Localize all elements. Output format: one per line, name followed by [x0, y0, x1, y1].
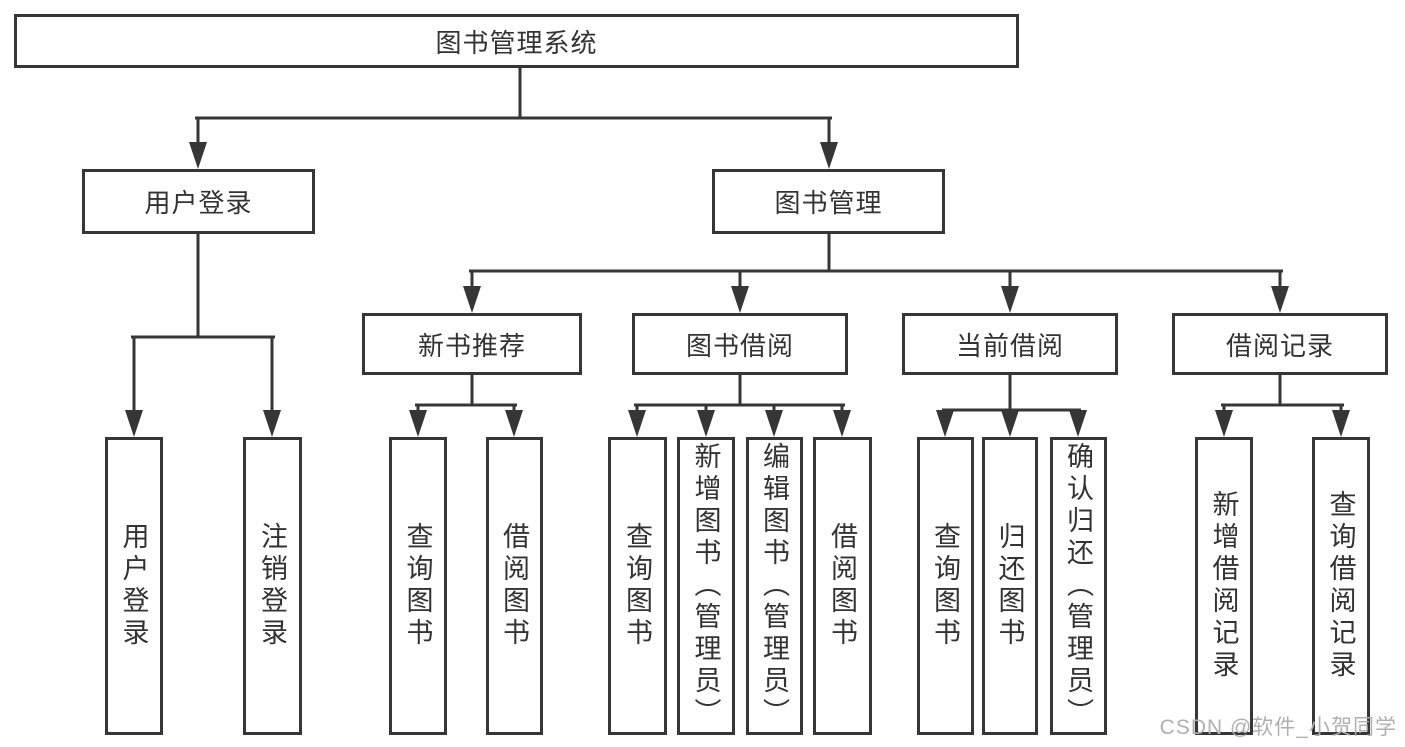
leaf-borrow-books-borrowing: 借阅图书: [813, 437, 872, 735]
node-new-book-recommend: 新书推荐: [362, 313, 582, 375]
node-current-borrowing: 当前借阅: [902, 313, 1118, 375]
leaf-add-books-admin: 新增图书（管理员）: [677, 437, 735, 735]
leaf-borrow-books-recommend: 借阅图书: [486, 437, 543, 735]
leaf-query-books-current: 查询图书: [917, 437, 974, 735]
node-book-management: 图书管理: [712, 169, 945, 234]
csdn-watermark: CSDN @软件_小贺同学: [1159, 716, 1397, 739]
leaf-add-borrow-record: 新增借阅记录: [1195, 437, 1253, 735]
leaf-user-login: 用户登录: [105, 437, 163, 735]
leaf-query-books-recommend: 查询图书: [389, 437, 447, 735]
node-library-management-system: 图书管理系统: [14, 14, 1019, 68]
leaf-query-books-borrowing: 查询图书: [608, 437, 667, 735]
node-book-borrowing: 图书借阅: [632, 313, 848, 375]
leaf-return-books: 归还图书: [982, 437, 1038, 735]
leaf-query-borrow-record: 查询借阅记录: [1312, 437, 1370, 735]
leaf-confirm-return-admin: 确认归还（管理员）: [1050, 437, 1107, 735]
leaf-edit-books-admin: 编辑图书（管理员）: [746, 437, 803, 735]
node-user-login: 用户登录: [82, 169, 315, 234]
leaf-logout-login: 注销登录: [243, 437, 302, 735]
node-borrowing-records: 借阅记录: [1172, 313, 1388, 375]
